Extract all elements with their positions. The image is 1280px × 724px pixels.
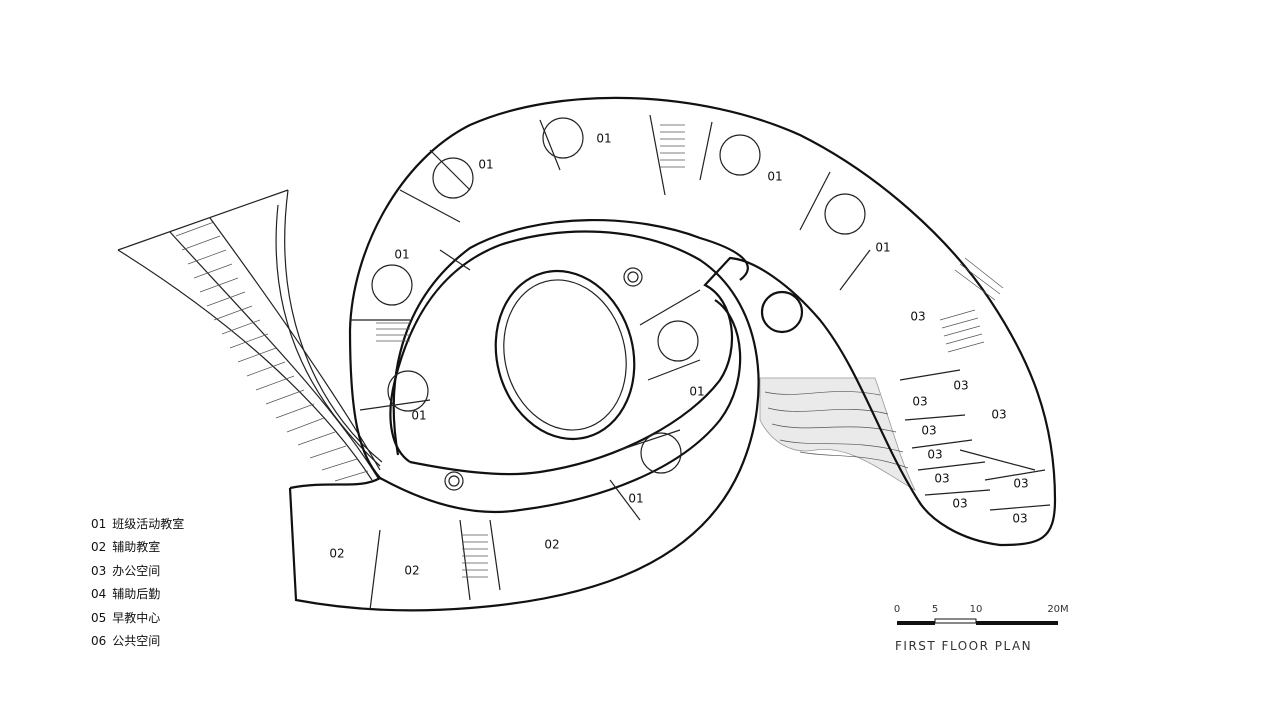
- room-label: 03: [952, 497, 967, 511]
- legend-code: 04: [91, 587, 107, 602]
- room-label: 01: [875, 241, 890, 255]
- room-label: 03: [912, 395, 927, 409]
- plan-title: FIRST FLOOR PLAN: [895, 639, 1032, 653]
- room-label: 01: [628, 492, 643, 506]
- legend-code: 01: [91, 517, 107, 531]
- room-label: 03: [934, 472, 949, 486]
- legend-code: 02: [91, 540, 107, 555]
- room-partitions: [350, 114, 1051, 611]
- room-label: 02: [544, 538, 559, 552]
- legend-label: 早教中心: [112, 610, 161, 625]
- room-label: 01: [689, 385, 704, 399]
- legend-item: 04 辅助后勤: [91, 586, 184, 609]
- legend-item: 06 公共空间: [91, 633, 184, 656]
- scale-tick-label: 10: [970, 604, 983, 615]
- scale-tick-label: 20M: [1047, 604, 1068, 615]
- room-labels: 01 01 01 01 01 01 01 01 02 02 02 03 03 0…: [329, 132, 1028, 578]
- legend-item: 02 辅助教室: [91, 539, 184, 562]
- room-label: 03: [921, 424, 936, 438]
- stair-markings: [376, 124, 1004, 578]
- scale-tick-label: 0: [894, 604, 900, 615]
- room-label: 01: [394, 248, 409, 262]
- scale-tick-label: 5: [932, 604, 938, 615]
- room-label: 03: [927, 448, 942, 462]
- room-label: 03: [1013, 477, 1028, 491]
- landscape-area: [759, 377, 916, 492]
- legend-label: 辅助教室: [112, 540, 161, 555]
- legend-item: 05 早教中心: [91, 610, 184, 633]
- room-label: 01: [596, 132, 611, 146]
- legend-item: 01 班级活动教室: [91, 516, 184, 539]
- scale-bar: 0 5 10 20M FIRST FLOOR PLAN: [894, 604, 1069, 653]
- room-label: 03: [1012, 512, 1027, 526]
- legend-label: 办公空间: [112, 563, 161, 578]
- room-label: 01: [767, 170, 782, 184]
- legend-code: 05: [91, 610, 107, 625]
- legend-label: 公共空间: [112, 633, 161, 648]
- room-label: 02: [404, 564, 419, 578]
- ramp-structure: [117, 189, 383, 482]
- legend-code: 03: [91, 563, 107, 578]
- legend-label: 辅助后勤: [112, 587, 161, 602]
- legend-label: 班级活动教室: [112, 517, 185, 531]
- room-label: 03: [991, 408, 1006, 422]
- room-label: 03: [953, 379, 968, 393]
- room-label: 01: [478, 158, 493, 172]
- legend: 01 班级活动教室 02 辅助教室 03 办公空间 04 辅助后勤 05 早教中心 06 公…: [91, 516, 184, 656]
- room-label: 03: [910, 310, 925, 324]
- legend-code: 06: [91, 633, 107, 648]
- room-label: 02: [329, 547, 344, 561]
- building-outline: [288, 96, 1057, 612]
- legend-item: 03 办公空间: [91, 563, 184, 586]
- room-label: 01: [411, 409, 426, 423]
